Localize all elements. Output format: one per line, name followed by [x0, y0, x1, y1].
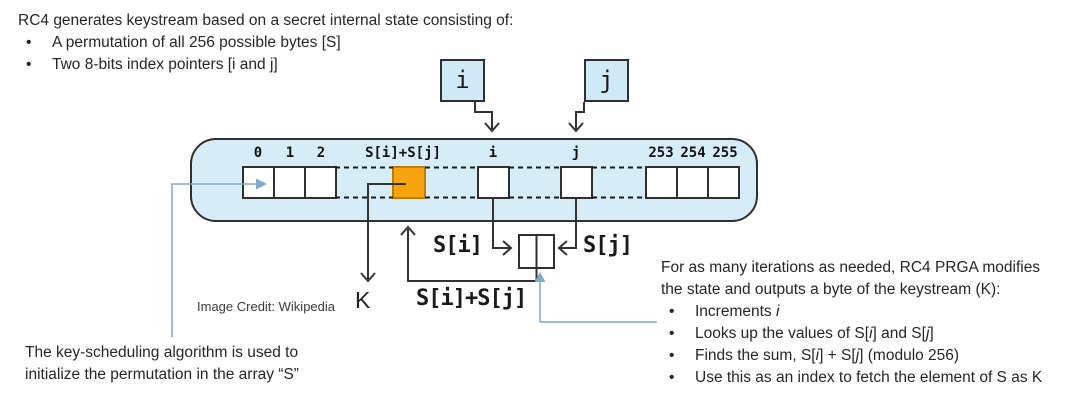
arrow-j-to-array: [575, 102, 585, 129]
pointer-box-i: i: [440, 59, 485, 102]
cell-label-254: 254: [680, 145, 706, 161]
cell-label-i: i: [488, 145, 498, 161]
array-cell-sum-highlight: [392, 166, 426, 199]
ksa-note-line1: The key-scheduling algorithm is used to: [25, 344, 299, 361]
array-cells-left: [242, 166, 337, 199]
bullet-icon: [669, 323, 683, 345]
annotation-arrowhead-up-icon: [534, 272, 546, 282]
cell-label-j: j: [571, 145, 581, 161]
array-cell-0: [242, 166, 275, 199]
prga-bullet-4: Use this as an index to fetch the elemen…: [661, 367, 1042, 389]
prga-bullet-2: Looks up the values of S[i] and S[j]: [661, 323, 1042, 345]
arrowhead-i-down-icon: [484, 122, 500, 133]
label-k: K: [355, 287, 371, 313]
arrowhead-j-down-icon: [568, 122, 584, 133]
adder-box: [518, 234, 555, 269]
bullet-icon: [669, 345, 683, 367]
prga-note-line2: the state and outputs a byte of the keys…: [661, 281, 1001, 298]
cell-label-2: 2: [316, 145, 326, 161]
bullet-icon: [669, 367, 683, 389]
array-cell-1: [273, 166, 306, 199]
label-sum: S[i]+S[j]: [416, 286, 527, 311]
bullet-icon: [669, 301, 683, 323]
arrow-i-to-array: [474, 102, 493, 129]
cell-label-253: 253: [648, 145, 674, 161]
array-cell-255: [707, 166, 740, 199]
label-sj: S[j]: [583, 233, 633, 258]
image-credit: Image Credit: Wikipedia: [197, 299, 335, 314]
arrowhead-k-down-icon: [360, 272, 376, 283]
label-si: S[i]: [433, 233, 483, 258]
ksa-note-line2: initialize the permutation in the array …: [25, 366, 299, 383]
array-cell-253: [645, 166, 678, 199]
pointer-box-j: j: [584, 59, 629, 102]
arrowhead-sum-up-icon: [400, 225, 416, 236]
cell-label-1: 1: [285, 145, 295, 161]
annotation-line-prga-to-adder: [539, 278, 657, 323]
array-cell-254: [676, 166, 709, 199]
cell-label-0: 0: [253, 145, 263, 161]
arrowhead-si-right-icon: [502, 240, 513, 256]
array-cell-2: [304, 166, 337, 199]
array-cell-i: [477, 166, 510, 199]
bullet-icon: [26, 32, 40, 54]
prga-note-line1: For as many iterations as needed, RC4 PR…: [661, 259, 1041, 276]
cell-label-sum: S[i]+S[j]: [365, 145, 441, 161]
prga-note-block: For as many iterations as needed, RC4 PR…: [661, 257, 1042, 389]
array-cells-right: [645, 166, 740, 199]
prga-bullet-1: Increments i: [661, 301, 1042, 323]
cell-label-255: 255: [712, 145, 738, 161]
intro-bullet-1: A permutation of all 256 possible bytes …: [18, 32, 513, 54]
intro-block: RC4 generates keystream based on a secre…: [18, 10, 513, 76]
arrowhead-sj-left-icon: [557, 240, 568, 256]
prga-bullet-3: Finds the sum, S[i] + S[j] (modulo 256): [661, 345, 1042, 367]
array-cell-j: [560, 166, 593, 199]
ksa-note-block: The key-scheduling algorithm is used to …: [25, 342, 299, 386]
intro-bullet-2: Two 8-bits index pointers [i and j]: [18, 54, 513, 76]
bullet-icon: [26, 54, 40, 76]
intro-title: RC4 generates keystream based on a secre…: [18, 12, 514, 29]
